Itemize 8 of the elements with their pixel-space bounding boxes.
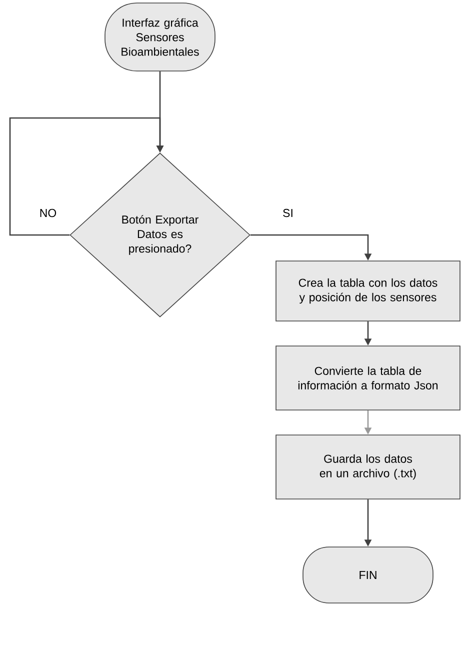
terminal-box: FIN xyxy=(302,546,434,604)
process-box: Crea la tabla con los datos y posición de los sensores xyxy=(276,260,460,322)
process-box: Convierte la tabla de información a formato Json xyxy=(276,346,460,410)
edge-label: NO xyxy=(38,208,58,218)
edge-label: SI xyxy=(282,208,294,218)
terminal-box: Interfaz gráfica Sensores Bioambientales xyxy=(104,2,216,72)
arrow xyxy=(9,117,164,236)
process-box: Guarda los datos en un archivo (.txt) xyxy=(276,434,460,500)
